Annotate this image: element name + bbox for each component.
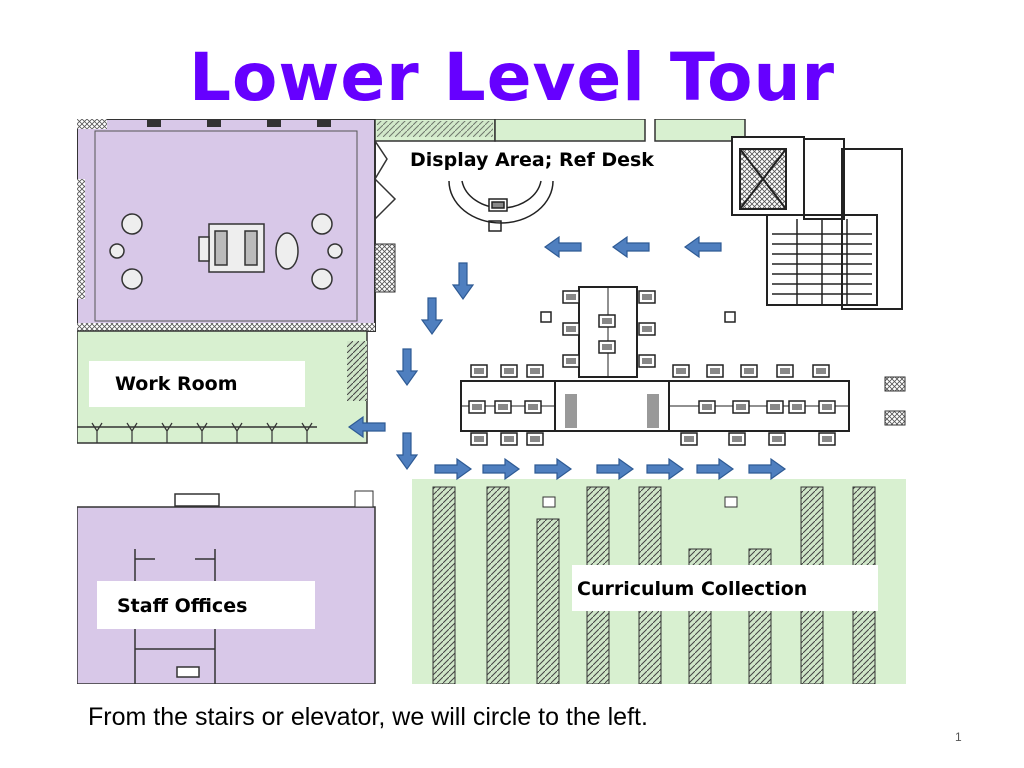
elevator-and-stairs: [731, 136, 903, 310]
label-curriculum-collection: Curriculum Collection: [577, 578, 807, 600]
ref-desk: [448, 180, 554, 232]
route-arrow-left: [611, 235, 650, 259]
slide-caption: From the stairs or elevator, we will cir…: [88, 703, 648, 731]
route-arrow-right: [696, 457, 735, 481]
route-arrow-left: [543, 235, 582, 259]
route-arrow-right: [748, 457, 787, 481]
route-arrow-down: [420, 297, 444, 336]
route-arrow-left: [683, 235, 722, 259]
route-arrow-right: [646, 457, 685, 481]
lounge-room: [77, 119, 376, 332]
route-arrow-down: [395, 432, 419, 471]
route-arrow-left: [347, 415, 386, 439]
route-arrows: [347, 235, 787, 481]
study-tables: [460, 286, 850, 446]
curriculum-collection-area: [412, 479, 906, 684]
page-number: 1: [955, 730, 962, 744]
staff-offices-room: [77, 493, 376, 684]
slide-title: Lower Level Tour: [189, 39, 835, 116]
route-arrow-right: [434, 457, 473, 481]
route-arrow-right: [534, 457, 573, 481]
route-arrow-right: [596, 457, 635, 481]
label-display-area: Display Area; Ref Desk: [410, 149, 654, 171]
label-work-room: Work Room: [115, 373, 238, 395]
floor-plan: Display Area; Ref Desk Work Room Staff O…: [77, 119, 906, 684]
route-arrow-down: [451, 262, 475, 301]
label-staff-offices: Staff Offices: [117, 595, 247, 617]
route-arrow-right: [482, 457, 521, 481]
work-room: [77, 330, 368, 444]
route-arrow-down: [395, 348, 419, 387]
